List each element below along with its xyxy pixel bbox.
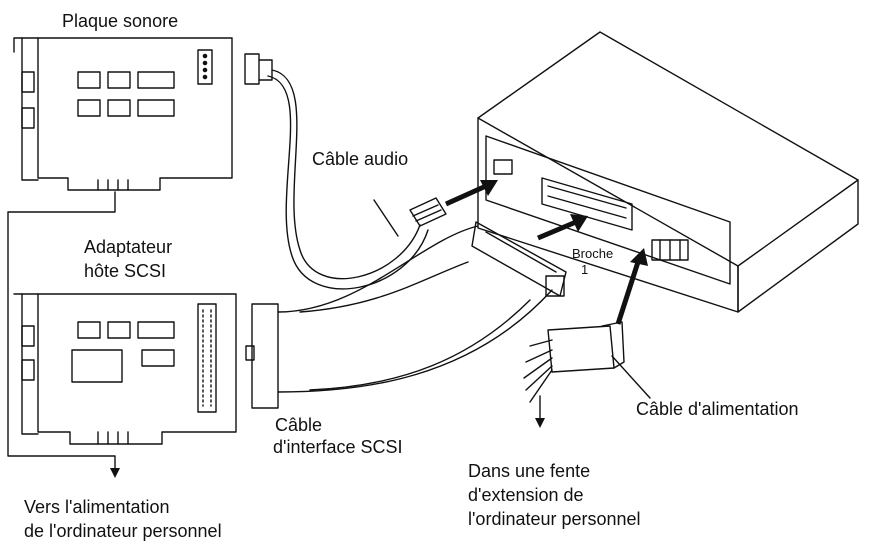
sound-card-label: Plaque sonore xyxy=(62,11,179,31)
audio-arrow-head xyxy=(480,180,498,196)
power-connect-arrow xyxy=(615,261,641,325)
scsi-adapter-label-line1: Adaptateur xyxy=(84,237,173,257)
power-cable-label: Câble d'alimentation xyxy=(636,399,799,419)
scsi-adapter-label-line2: hôte SCSI xyxy=(84,261,167,281)
down-arrow-left xyxy=(110,468,120,478)
audio-connect-arrow xyxy=(444,183,488,207)
down-arrow-right xyxy=(535,418,545,428)
pin-label-line1: Broche xyxy=(572,246,614,261)
scsi-host-adapter xyxy=(13,293,279,445)
cd-rom-drive xyxy=(477,31,859,313)
sound-card xyxy=(13,37,233,191)
power-lead-line xyxy=(7,191,116,471)
audio-cable-leader xyxy=(373,199,399,237)
pin-label-line2: 1 xyxy=(581,262,589,277)
to-slot-label-line3: l'ordinateur personnel xyxy=(468,509,641,529)
to-pc-power-label-line2: de l'ordinateur personnel xyxy=(24,521,222,541)
scsi-ribbon-cable xyxy=(277,221,567,393)
to-slot-label-line2: d'extension de xyxy=(468,485,584,505)
to-pc-power-label-line1: Vers l'alimentation xyxy=(24,497,170,517)
power-cable-leader xyxy=(611,355,651,399)
scsi-cable-label-line2: d'interface SCSI xyxy=(273,437,403,457)
audio-cable xyxy=(244,53,447,290)
to-slot-label-line1: Dans une fente xyxy=(468,461,591,481)
scsi-connect-arrow xyxy=(537,219,577,241)
audio-cable-label: Câble audio xyxy=(312,149,409,169)
power-cable xyxy=(523,321,625,419)
scsi-cable-label-line1: Câble xyxy=(275,415,323,435)
power-arrow-head xyxy=(630,248,648,266)
